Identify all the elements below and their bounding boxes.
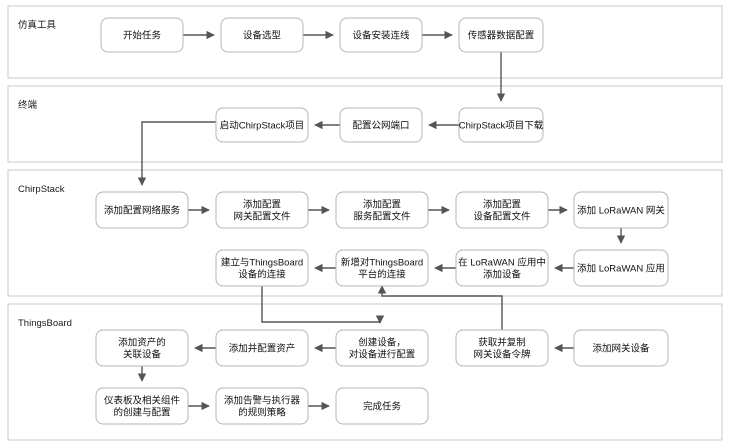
flow-node[interactable]: 添加网关设备: [573, 329, 669, 367]
flow-node-label: 开始任务: [123, 30, 162, 42]
flow-node-box[interactable]: [100, 17, 184, 53]
flow-node-label: 配置公网端口: [352, 120, 409, 132]
flow-node-box[interactable]: [95, 387, 189, 425]
flow-node[interactable]: 创建设备，对设备进行配置: [335, 329, 429, 367]
edges-layer: [137, 30, 626, 411]
flow-node-box[interactable]: [458, 107, 544, 143]
flow-node[interactable]: 开始任务: [100, 17, 184, 53]
flow-node-box[interactable]: [95, 191, 189, 229]
flow-node-box[interactable]: [95, 329, 189, 367]
swimlane-label: ThingsBoard: [18, 318, 72, 329]
flow-node[interactable]: 完成任务: [335, 387, 429, 425]
flow-node-label: 添加配置网络服务: [104, 205, 181, 217]
flow-node-box[interactable]: [573, 191, 669, 229]
flow-node-label: 添加配置: [363, 200, 401, 211]
flow-node-label: 添加 LoRaWAN 网关: [577, 205, 665, 217]
flow-node-label: 网关设备令牌: [473, 349, 531, 361]
flow-node-label: 在 LoRaWAN 应用中: [458, 257, 546, 269]
flow-node-box[interactable]: [455, 191, 549, 229]
flow-node-label: 设备选型: [243, 30, 282, 42]
flow-node-label: 添加告警与执行器: [224, 395, 301, 407]
flow-node[interactable]: 传感器数据配置: [458, 17, 544, 53]
flow-node-box[interactable]: [339, 17, 423, 53]
flow-node-label: 添加配置: [243, 200, 281, 211]
flow-node[interactable]: 添加 LoRaWAN 应用: [573, 249, 669, 287]
flow-node-label: 建立与ThingsBoard: [221, 257, 303, 269]
flow-node-label: 启动ChirpStack项目: [220, 120, 304, 132]
swimlane-label: 终端: [18, 99, 38, 111]
flow-node-box[interactable]: [215, 387, 309, 425]
flow-node-box[interactable]: [335, 191, 429, 229]
flow-node-label: 完成任务: [363, 401, 402, 413]
flow-node-box[interactable]: [215, 249, 309, 287]
flow-node-label: 添加配置: [483, 200, 521, 211]
flow-node-label: 的创建与配置: [113, 407, 170, 419]
flow-node-label: 平台的连接: [358, 269, 406, 281]
flow-node-box[interactable]: [573, 249, 669, 287]
flow-node-box[interactable]: [215, 191, 309, 229]
flow-node-box[interactable]: [335, 249, 429, 287]
flow-node-label: ChirpStack项目下载: [459, 120, 544, 132]
flow-node-box[interactable]: [335, 329, 429, 367]
flow-node-box[interactable]: [335, 387, 429, 425]
flow-node-label: 的规则策略: [238, 407, 286, 419]
flow-node-label: 设备配置文件: [473, 211, 531, 223]
flow-node-label: 添加并配置资产: [229, 343, 296, 355]
flow-node-label: 服务配置文件: [353, 211, 411, 223]
flow-node-box[interactable]: [215, 107, 309, 143]
flow-node[interactable]: 设备选型: [220, 17, 304, 53]
flow-node-label: 添加网关设备: [592, 343, 650, 355]
flow-node-box[interactable]: [458, 17, 544, 53]
flow-node-box[interactable]: [339, 107, 423, 143]
flow-node[interactable]: ChirpStack项目下载: [458, 107, 544, 143]
flow-node-box[interactable]: [455, 249, 549, 287]
flow-node-label: 获取并复制: [478, 337, 526, 349]
swimlane-label: ChirpStack: [18, 184, 65, 195]
flow-node-label: 添加 LoRaWAN 应用: [577, 263, 665, 275]
flow-node[interactable]: 添加配置网络服务: [95, 191, 189, 229]
flow-node[interactable]: 启动ChirpStack项目: [215, 107, 309, 143]
edge-n18-to-n15: [377, 285, 503, 330]
flow-node-box[interactable]: [215, 329, 309, 367]
flow-node-label: 关联设备: [123, 349, 162, 361]
flow-node-label: 网关配置文件: [233, 211, 291, 223]
edge-n7-to-n8: [137, 121, 216, 186]
flow-node-label: 添加资产的: [118, 337, 166, 349]
flow-node-label: 设备安装连线: [352, 30, 410, 42]
nodes-layer: 开始任务 设备选型 设备安装连线 传感器数据配置 ChirpStack项目下载 配置公网端…: [95, 17, 669, 425]
flow-node-label: 创建设备，: [358, 337, 406, 349]
flow-node-label: 对设备进行配置: [349, 349, 416, 361]
swimlane-terminal: 终端: [7, 85, 723, 163]
flow-node-box[interactable]: [455, 329, 549, 367]
flow-node-label: 设备的连接: [238, 269, 286, 281]
swimlane-box: [7, 85, 723, 163]
flow-node-label: 仪表板及相关组件: [104, 395, 181, 407]
flow-node-label: 传感器数据配置: [468, 30, 535, 42]
flow-node-box[interactable]: [573, 329, 669, 367]
edge-n16-to-n19: [261, 286, 385, 324]
flow-node[interactable]: 添加并配置资产: [215, 329, 309, 367]
flow-node[interactable]: 设备安装连线: [339, 17, 423, 53]
flow-node[interactable]: 配置公网端口: [339, 107, 423, 143]
flow-node-label: 添加设备: [483, 269, 522, 281]
swimlane-label: 仿真工具: [18, 19, 57, 31]
flow-node-label: 新增对ThingsBoard: [341, 257, 423, 269]
flow-node[interactable]: 添加 LoRaWAN 网关: [573, 191, 669, 229]
flow-node-box[interactable]: [220, 17, 304, 53]
